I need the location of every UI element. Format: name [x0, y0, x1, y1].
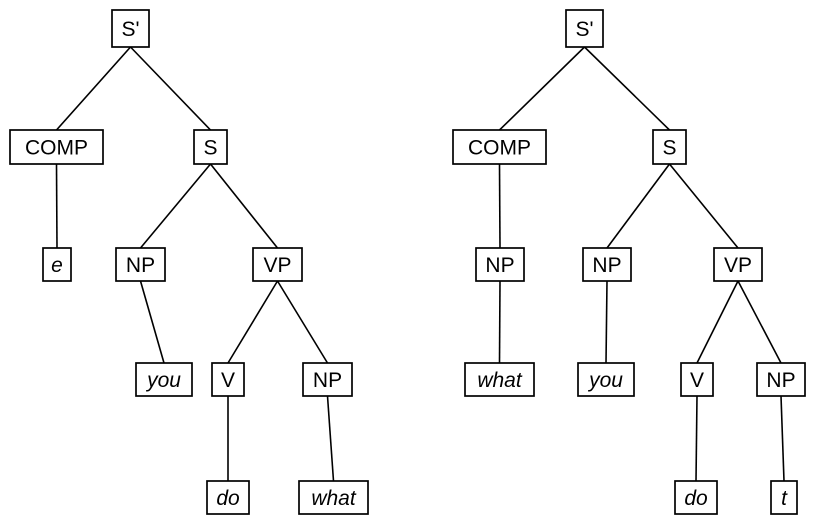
tree-edge-R-S-to-R-NP-subj	[606, 163, 671, 249]
tree-edges-surface-structure	[498, 46, 785, 482]
node-label-R-NP-obj: NP	[766, 369, 795, 392]
tree-edge-R-VP-to-R-V	[696, 280, 739, 364]
node-label-R-S: S	[662, 137, 676, 160]
tree-node-L-Sbar[interactable]: S'	[111, 9, 150, 48]
node-label-R-what: what	[477, 369, 523, 392]
tree-node-L-COMP[interactable]: COMP	[9, 129, 104, 165]
tree-node-L-do[interactable]: do	[206, 480, 250, 515]
node-label-R-NP-subj: NP	[592, 254, 621, 277]
tree-edge-R-S-to-R-VP	[668, 163, 739, 249]
tree-edge-R-COMP-to-R-NP-comp	[498, 163, 501, 249]
node-label-R-t: t	[781, 487, 788, 510]
tree-node-R-COMP[interactable]: COMP	[452, 129, 547, 165]
tree-node-R-VP[interactable]: VP	[713, 247, 763, 282]
tree-edges-deep-structure	[55, 46, 335, 482]
node-label-L-do: do	[216, 487, 240, 510]
node-box-R-you	[577, 362, 635, 397]
tree-edge-L-VP-to-L-NP-obj	[276, 280, 329, 364]
node-box-L-NP-subj	[115, 247, 166, 282]
tree-node-L-NP-obj[interactable]: NP	[302, 362, 353, 397]
node-label-R-do: do	[684, 487, 708, 510]
tree-node-L-you[interactable]: you	[135, 362, 193, 397]
node-box-L-COMP	[9, 129, 104, 165]
tree-edge-L-VP-to-L-V	[227, 280, 279, 364]
node-box-R-do	[674, 480, 718, 515]
tree-edge-R-NP-subj-to-R-you	[605, 280, 608, 364]
tree-edge-R-V-to-R-do	[695, 395, 698, 482]
tree-edge-L-Sbar-to-L-S	[129, 46, 212, 131]
tree-node-R-V[interactable]: V	[680, 362, 714, 397]
tree-node-R-you[interactable]: you	[577, 362, 635, 397]
tree-node-R-S[interactable]: S	[652, 129, 687, 165]
node-label-L-e: e	[51, 254, 63, 277]
tree-node-R-NP-subj[interactable]: NP	[582, 247, 632, 282]
node-box-R-t	[770, 480, 798, 515]
tree-node-L-e[interactable]: e	[42, 247, 72, 282]
node-box-R-S	[652, 129, 687, 165]
tree-node-L-what[interactable]: what	[298, 480, 369, 515]
node-label-L-NP-subj: NP	[126, 254, 155, 277]
node-label-L-what: what	[311, 487, 357, 510]
node-box-L-you	[135, 362, 193, 397]
node-box-R-NP-subj	[582, 247, 632, 282]
node-box-R-VP	[713, 247, 763, 282]
tree-edge-L-S-to-L-NP-subj	[139, 163, 212, 249]
node-box-L-NP-obj	[302, 362, 353, 397]
node-label-L-Sbar: S'	[121, 18, 139, 41]
node-box-R-what	[464, 362, 535, 397]
node-box-R-V	[680, 362, 714, 397]
node-label-L-S: S	[203, 137, 217, 160]
node-label-R-V: V	[690, 369, 704, 392]
tree-edge-R-Sbar-to-R-S	[583, 46, 671, 131]
tree-node-R-t[interactable]: t	[770, 480, 798, 515]
tree-node-R-NP-comp[interactable]: NP	[475, 247, 525, 282]
tree-edge-L-NP-obj-to-L-what	[326, 395, 335, 482]
tree-edge-L-COMP-to-L-e	[55, 163, 58, 249]
tree-node-L-S[interactable]: S	[193, 129, 228, 165]
node-label-R-NP-comp: NP	[485, 254, 514, 277]
node-box-L-do	[206, 480, 250, 515]
node-box-L-S	[193, 129, 228, 165]
tree-nodes-surface-structure: S' COMP S NP NP VP what you V NP do t	[452, 9, 806, 515]
tree-node-R-do[interactable]: do	[674, 480, 718, 515]
node-label-L-COMP: COMP	[25, 137, 88, 160]
tree-node-L-NP-subj[interactable]: NP	[115, 247, 166, 282]
node-label-R-COMP: COMP	[468, 137, 531, 160]
node-box-L-e	[42, 247, 72, 282]
tree-node-L-VP[interactable]: VP	[252, 247, 303, 282]
node-box-R-COMP	[452, 129, 547, 165]
node-label-R-Sbar: S'	[575, 18, 593, 41]
node-label-L-VP: VP	[263, 254, 291, 277]
tree-edge-R-NP-comp-to-R-what	[498, 280, 501, 364]
tree-node-R-what[interactable]: what	[464, 362, 535, 397]
tree-edge-L-S-to-L-VP	[209, 163, 279, 249]
tree-edges-layer	[55, 46, 785, 482]
node-label-L-NP-obj: NP	[313, 369, 342, 392]
tree-edge-R-VP-to-R-NP-obj	[737, 280, 782, 364]
node-box-R-NP-obj	[756, 362, 806, 397]
tree-node-R-NP-obj[interactable]: NP	[756, 362, 806, 397]
node-label-R-VP: VP	[724, 254, 752, 277]
tree-edge-R-NP-obj-to-R-t	[780, 395, 785, 482]
node-label-L-V: V	[221, 369, 235, 392]
tree-node-R-Sbar[interactable]: S'	[565, 9, 604, 48]
node-box-L-Sbar	[111, 9, 150, 48]
node-box-L-what	[298, 480, 369, 515]
tree-edge-L-Sbar-to-L-COMP	[55, 46, 132, 131]
node-label-R-you: you	[587, 369, 623, 392]
node-box-R-NP-comp	[475, 247, 525, 282]
node-box-L-VP	[252, 247, 303, 282]
tree-edge-R-Sbar-to-R-COMP	[498, 46, 586, 131]
tree-node-L-V[interactable]: V	[211, 362, 245, 397]
node-label-L-you: you	[145, 369, 181, 392]
tree-edge-L-NP-subj-to-L-you	[139, 280, 165, 364]
node-box-R-Sbar	[565, 9, 604, 48]
node-box-L-V	[211, 362, 245, 397]
